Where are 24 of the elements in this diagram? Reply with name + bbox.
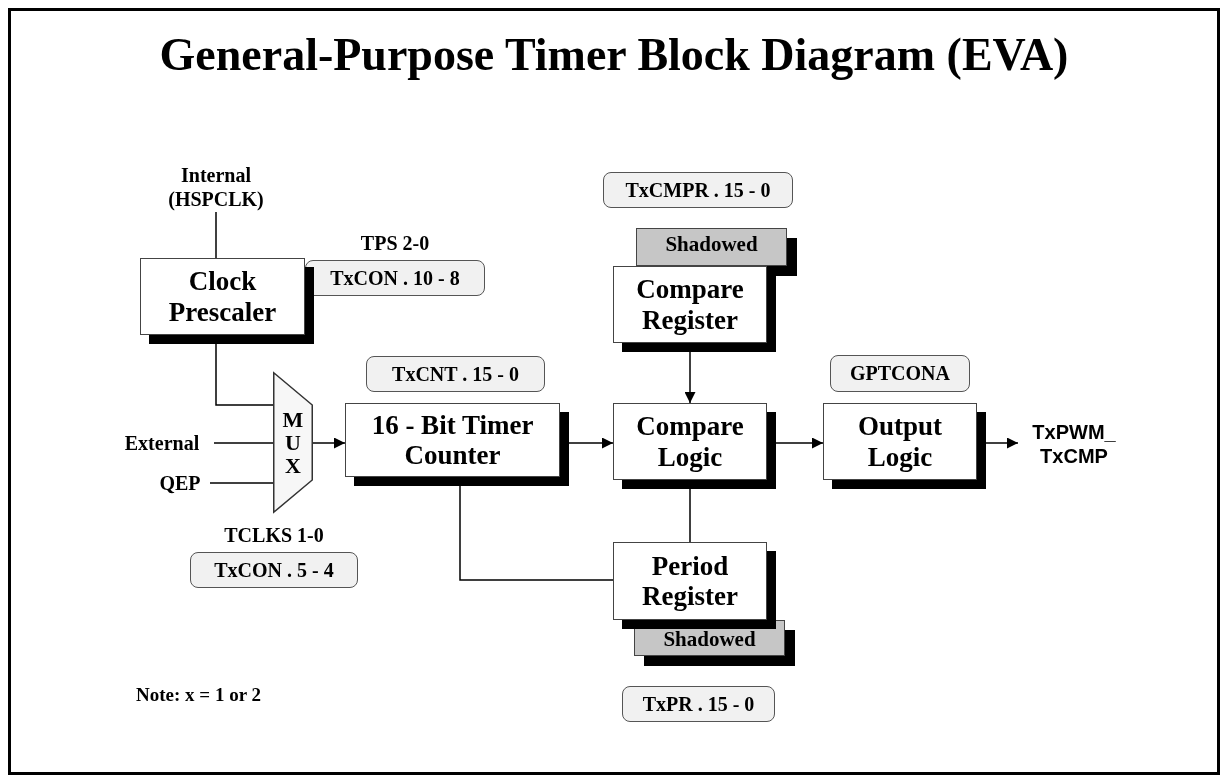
register-badge: TxCON . 10 - 8 (305, 260, 485, 296)
connector-line (213, 442, 274, 444)
register-badge: TxCMPR . 15 - 0 (603, 172, 793, 208)
field-label: TPS 2-0 (360, 231, 430, 256)
output-label: TxPWM_ TxCMP (1018, 420, 1130, 468)
multiplexer-symbol: MUX (273, 372, 313, 513)
register-badge: TxPR . 15 - 0 (622, 686, 775, 722)
connector-line (215, 343, 274, 406)
register-badge: TxCON . 5 - 4 (190, 552, 358, 588)
register-badge: TxCNT . 15 - 0 (366, 356, 545, 392)
note-text: Note: x = 1 or 2 (136, 684, 261, 706)
arrow (312, 437, 346, 449)
field-label: TCLKS 1-0 (224, 523, 324, 548)
input-label: External (110, 430, 214, 456)
input-label: Internal (HSPCLK) (160, 162, 272, 212)
register-badge: GPTCONA (830, 355, 970, 392)
diagram-title: General-Purpose Timer Block Diagram (EVA) (158, 28, 1070, 81)
connector-line (209, 482, 274, 484)
arrow (568, 437, 614, 449)
connector-line (459, 485, 614, 581)
arrow (985, 437, 1019, 449)
connector-line (215, 211, 217, 259)
arrow (775, 437, 824, 449)
input-label: QEP (150, 470, 210, 496)
